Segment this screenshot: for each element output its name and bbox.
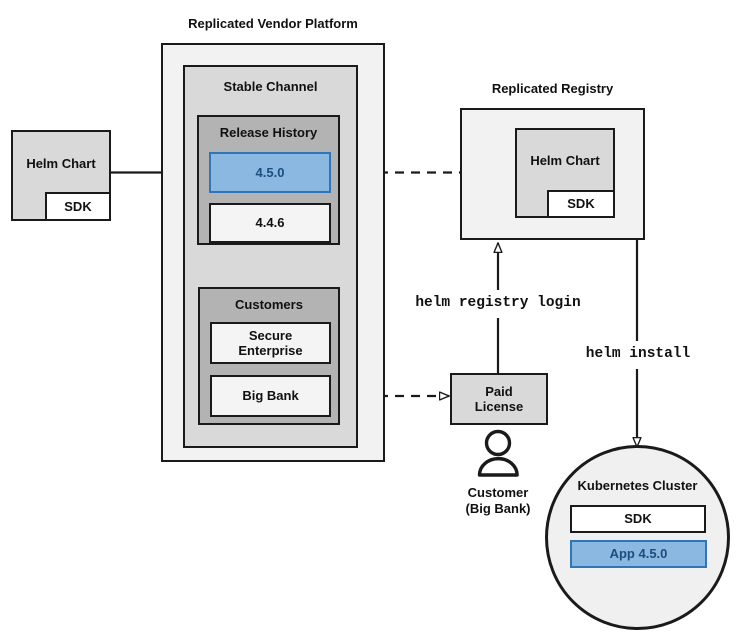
customer-actor-line1: Customer — [467, 485, 529, 500]
paid-license-box: Paid License — [450, 373, 548, 425]
customer-name-label: Secure Enterprise — [238, 327, 303, 358]
registry-title: Replicated Registry — [491, 81, 614, 96]
command-helm-install: helm install — [585, 346, 691, 362]
release-item-4-4-6[interactable]: 4.4.6 — [209, 203, 331, 243]
cluster-sdk-box: SDK — [570, 505, 706, 533]
release-history-label: Release History — [219, 125, 318, 140]
cluster-app-label: App 4.5.0 — [609, 546, 668, 562]
release-version-label: 4.4.6 — [255, 215, 285, 231]
paid-license-label: Paid License — [474, 383, 524, 414]
cluster-app-box: App 4.5.0 — [570, 540, 707, 568]
customer-name-label: Big Bank — [242, 388, 299, 404]
customer-item-secure-enterprise[interactable]: Secure Enterprise — [210, 322, 331, 364]
cluster-sdk-label: SDK — [624, 511, 652, 527]
customers-label: Customers — [235, 297, 303, 312]
command-helm-registry-login: helm registry login — [415, 295, 581, 311]
source-sdk-box: SDK — [45, 192, 111, 221]
stable-channel-label: Stable Channel — [223, 79, 318, 94]
kubernetes-cluster-label: Kubernetes Cluster — [577, 478, 698, 493]
source-sdk-label: SDK — [64, 198, 92, 214]
registry-sdk-label: SDK — [567, 196, 595, 212]
registry-sdk-box: SDK — [547, 190, 615, 218]
customer-item-big-bank[interactable]: Big Bank — [210, 375, 331, 417]
customer-actor-line2: (Big Bank) — [465, 501, 531, 516]
customer-avatar-icon — [477, 429, 519, 477]
vendor-platform-title: Replicated Vendor Platform — [188, 16, 358, 31]
release-version-label: 4.5.0 — [255, 164, 285, 180]
kubernetes-cluster-circle — [545, 445, 730, 630]
registry-helm-chart-label: Helm Chart — [530, 153, 600, 169]
source-helm-chart-label: Helm Chart — [26, 155, 96, 171]
release-item-4-5-0[interactable]: 4.5.0 — [209, 152, 331, 193]
